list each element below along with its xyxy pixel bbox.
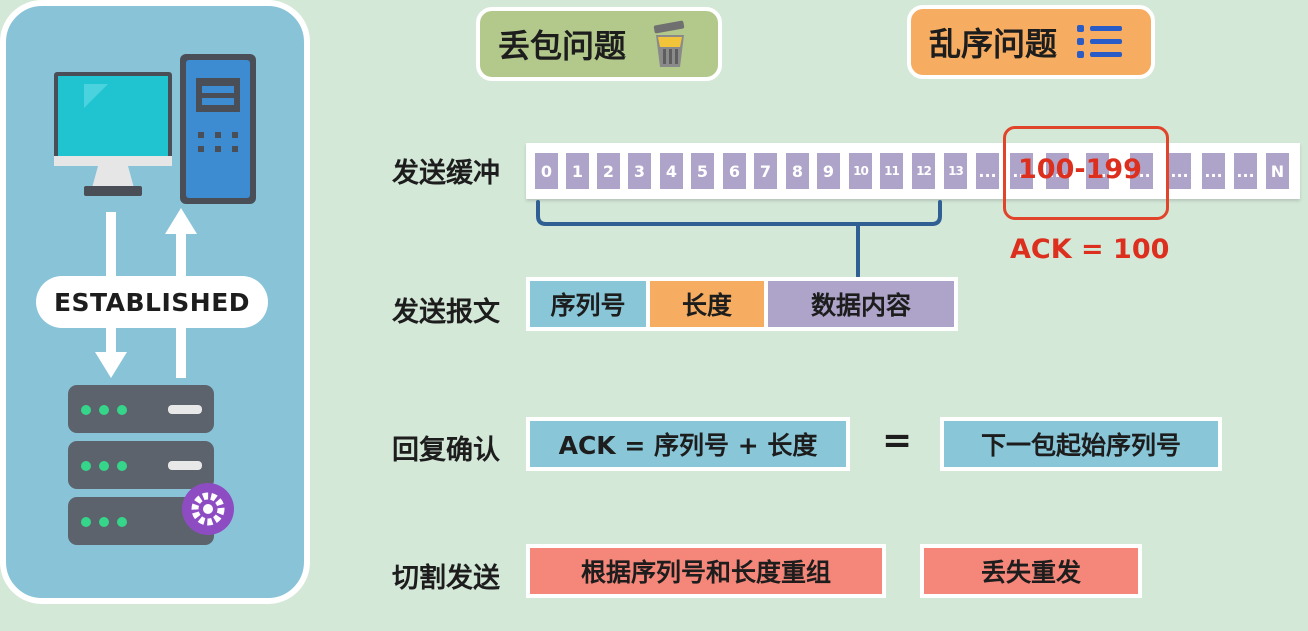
reply-ack-label: 回复确认 bbox=[392, 435, 500, 466]
seq-field: 序列号 bbox=[530, 281, 646, 327]
buffer-cell: 3 bbox=[628, 153, 651, 189]
ack-formula-box: ACK = 序列号 + 长度 bbox=[530, 421, 846, 467]
buffer-cell: ... bbox=[1202, 153, 1225, 189]
next-seq-box: 下一包起始序列号 bbox=[944, 421, 1218, 467]
buffer-cell: 0 bbox=[535, 153, 558, 189]
buffer-cell: 13 bbox=[944, 153, 967, 189]
list-icon bbox=[1077, 25, 1123, 58]
data-field: 数据内容 bbox=[768, 281, 954, 327]
reassemble-box: 根据序列号和长度重组 bbox=[530, 548, 882, 594]
buffer-cell: 8 bbox=[786, 153, 809, 189]
pc-tower-icon bbox=[180, 54, 256, 204]
buffer-cell: 5 bbox=[691, 153, 714, 189]
buffer-cell: ... bbox=[1046, 153, 1069, 189]
send-buffer-label: 发送缓冲 bbox=[392, 158, 500, 189]
buffer-cell: ... bbox=[1234, 153, 1257, 189]
trash-can-icon bbox=[653, 20, 685, 67]
buffer-cell: 7 bbox=[754, 153, 777, 189]
send-buffer-strip: 0 1 2 3 4 5 6 7 8 9 10 11 12 13 ... ... … bbox=[526, 143, 1300, 199]
highlight-range: 100-199 bbox=[1018, 154, 1142, 185]
send-segment-label: 发送报文 bbox=[392, 297, 500, 328]
buffer-cell: 1 bbox=[566, 153, 589, 189]
buffer-cell: ... bbox=[1168, 153, 1191, 189]
packet-loss-label: 丢包问题 bbox=[498, 27, 627, 65]
highlight-window bbox=[1003, 126, 1169, 220]
buffer-cell: 12 bbox=[912, 153, 935, 189]
buffer-cell: 10 bbox=[849, 153, 872, 189]
buffer-cell: 2 bbox=[597, 153, 620, 189]
buffer-cell: 6 bbox=[723, 153, 746, 189]
buffer-cell: ... bbox=[1010, 153, 1033, 189]
resend-box: 丢失重发 bbox=[924, 548, 1138, 594]
out-of-order-badge: 乱序问题 bbox=[907, 5, 1155, 79]
connection-status-label: ESTABLISHED bbox=[36, 276, 268, 328]
buffer-cell: ... bbox=[976, 153, 999, 189]
buffer-cell: 4 bbox=[660, 153, 683, 189]
bracket-connector bbox=[536, 200, 942, 278]
gear-icon bbox=[182, 483, 234, 535]
equals-sign: = bbox=[882, 420, 913, 461]
server-rack-icon bbox=[68, 385, 234, 545]
desktop-computer-icon bbox=[54, 72, 172, 196]
packet-loss-badge: 丢包问题 bbox=[476, 7, 722, 81]
buffer-cell: ... bbox=[1130, 153, 1153, 189]
out-of-order-label: 乱序问题 bbox=[929, 25, 1058, 63]
buffer-cell: 9 bbox=[817, 153, 840, 189]
buffer-cell: 11 bbox=[880, 153, 903, 189]
ack-value: ACK = 100 bbox=[1010, 234, 1170, 265]
length-field: 长度 bbox=[650, 281, 764, 327]
buffer-cell: ... bbox=[1086, 153, 1109, 189]
split-send-label: 切割发送 bbox=[392, 563, 500, 594]
buffer-cell: N bbox=[1266, 153, 1289, 189]
